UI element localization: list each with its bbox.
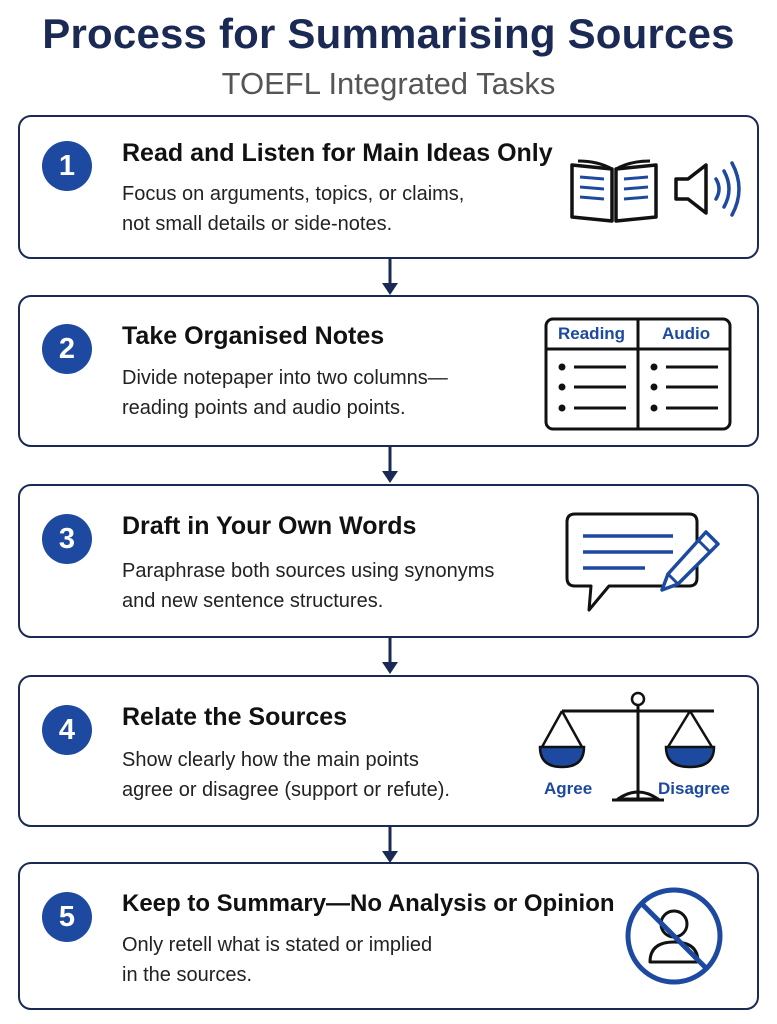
step-number-badge: 1 bbox=[42, 141, 92, 191]
agree-label: Agree bbox=[544, 779, 593, 798]
step-description-line: Divide notepaper into two columns— bbox=[122, 367, 448, 389]
step-description: Focus on arguments, topics, or claims, n… bbox=[122, 179, 522, 239]
step-number-badge: 5 bbox=[42, 892, 92, 942]
no-person-icon bbox=[625, 887, 723, 985]
step-description-line: in the sources. bbox=[122, 964, 253, 986]
step-description-line: Show clearly how the main points bbox=[122, 749, 419, 771]
step-card-4: 4 Relate the Sources Show clearly how th… bbox=[18, 675, 759, 827]
flow-arrow bbox=[382, 259, 398, 295]
step-title: Draft in Your Own Words bbox=[122, 512, 417, 540]
page-subtitle: TOEFL Integrated Tasks bbox=[221, 66, 556, 101]
step-card-5: 5 Keep to Summary—No Analysis or Opinion… bbox=[18, 862, 759, 1010]
step-card-1: 1 Read and Listen for Main Ideas Only Fo… bbox=[18, 115, 759, 259]
flow-arrow bbox=[382, 447, 398, 483]
step-description-line: not small details or side-notes. bbox=[122, 213, 393, 235]
step-description: Paraphrase both sources using synonyms a… bbox=[122, 556, 522, 616]
step-card-3: 3 Draft in Your Own Words Paraphrase bot… bbox=[18, 484, 759, 638]
step-description: Divide notepaper into two columns— readi… bbox=[122, 363, 522, 423]
page-title: Process for Summarising Sources bbox=[42, 10, 735, 57]
speaker-icon bbox=[674, 161, 741, 217]
notes-column-header-audio: Audio bbox=[662, 324, 711, 343]
pencil-icon bbox=[660, 530, 720, 592]
step-title: Read and Listen for Main Ideas Only bbox=[122, 139, 553, 167]
flow-arrow bbox=[382, 827, 398, 863]
step-number-badge: 2 bbox=[42, 324, 92, 374]
balance-scale-icon: Agree Disagree bbox=[538, 687, 738, 817]
open-book-icon bbox=[570, 159, 658, 223]
step-card-2: 2 Take Organised Notes Divide notepaper … bbox=[18, 295, 759, 447]
step-description-line: Only retell what is stated or implied bbox=[122, 934, 433, 956]
step-number-badge: 3 bbox=[42, 514, 92, 564]
step-title: Keep to Summary—No Analysis or Opinion bbox=[122, 890, 615, 917]
step-title: Take Organised Notes bbox=[122, 322, 385, 350]
flow-arrow bbox=[382, 638, 398, 674]
step-description: Show clearly how the main points agree o… bbox=[122, 745, 522, 805]
step-title: Relate the Sources bbox=[122, 703, 348, 731]
notes-table-icon: Reading Audio bbox=[544, 317, 732, 431]
step-description-line: Focus on arguments, topics, or claims, bbox=[122, 183, 465, 205]
step-number-badge: 4 bbox=[42, 705, 92, 755]
step-description-line: and new sentence structures. bbox=[122, 590, 384, 612]
step-description-line: Paraphrase both sources using synonyms bbox=[122, 560, 495, 582]
disagree-label: Disagree bbox=[658, 779, 730, 798]
step-description: Only retell what is stated or implied in… bbox=[122, 930, 522, 990]
step-description-line: agree or disagree (support or refute). bbox=[122, 779, 450, 801]
notes-column-header-reading: Reading bbox=[558, 324, 626, 343]
speech-bubble-icon bbox=[565, 512, 699, 612]
step-description-line: reading points and audio points. bbox=[122, 397, 406, 419]
